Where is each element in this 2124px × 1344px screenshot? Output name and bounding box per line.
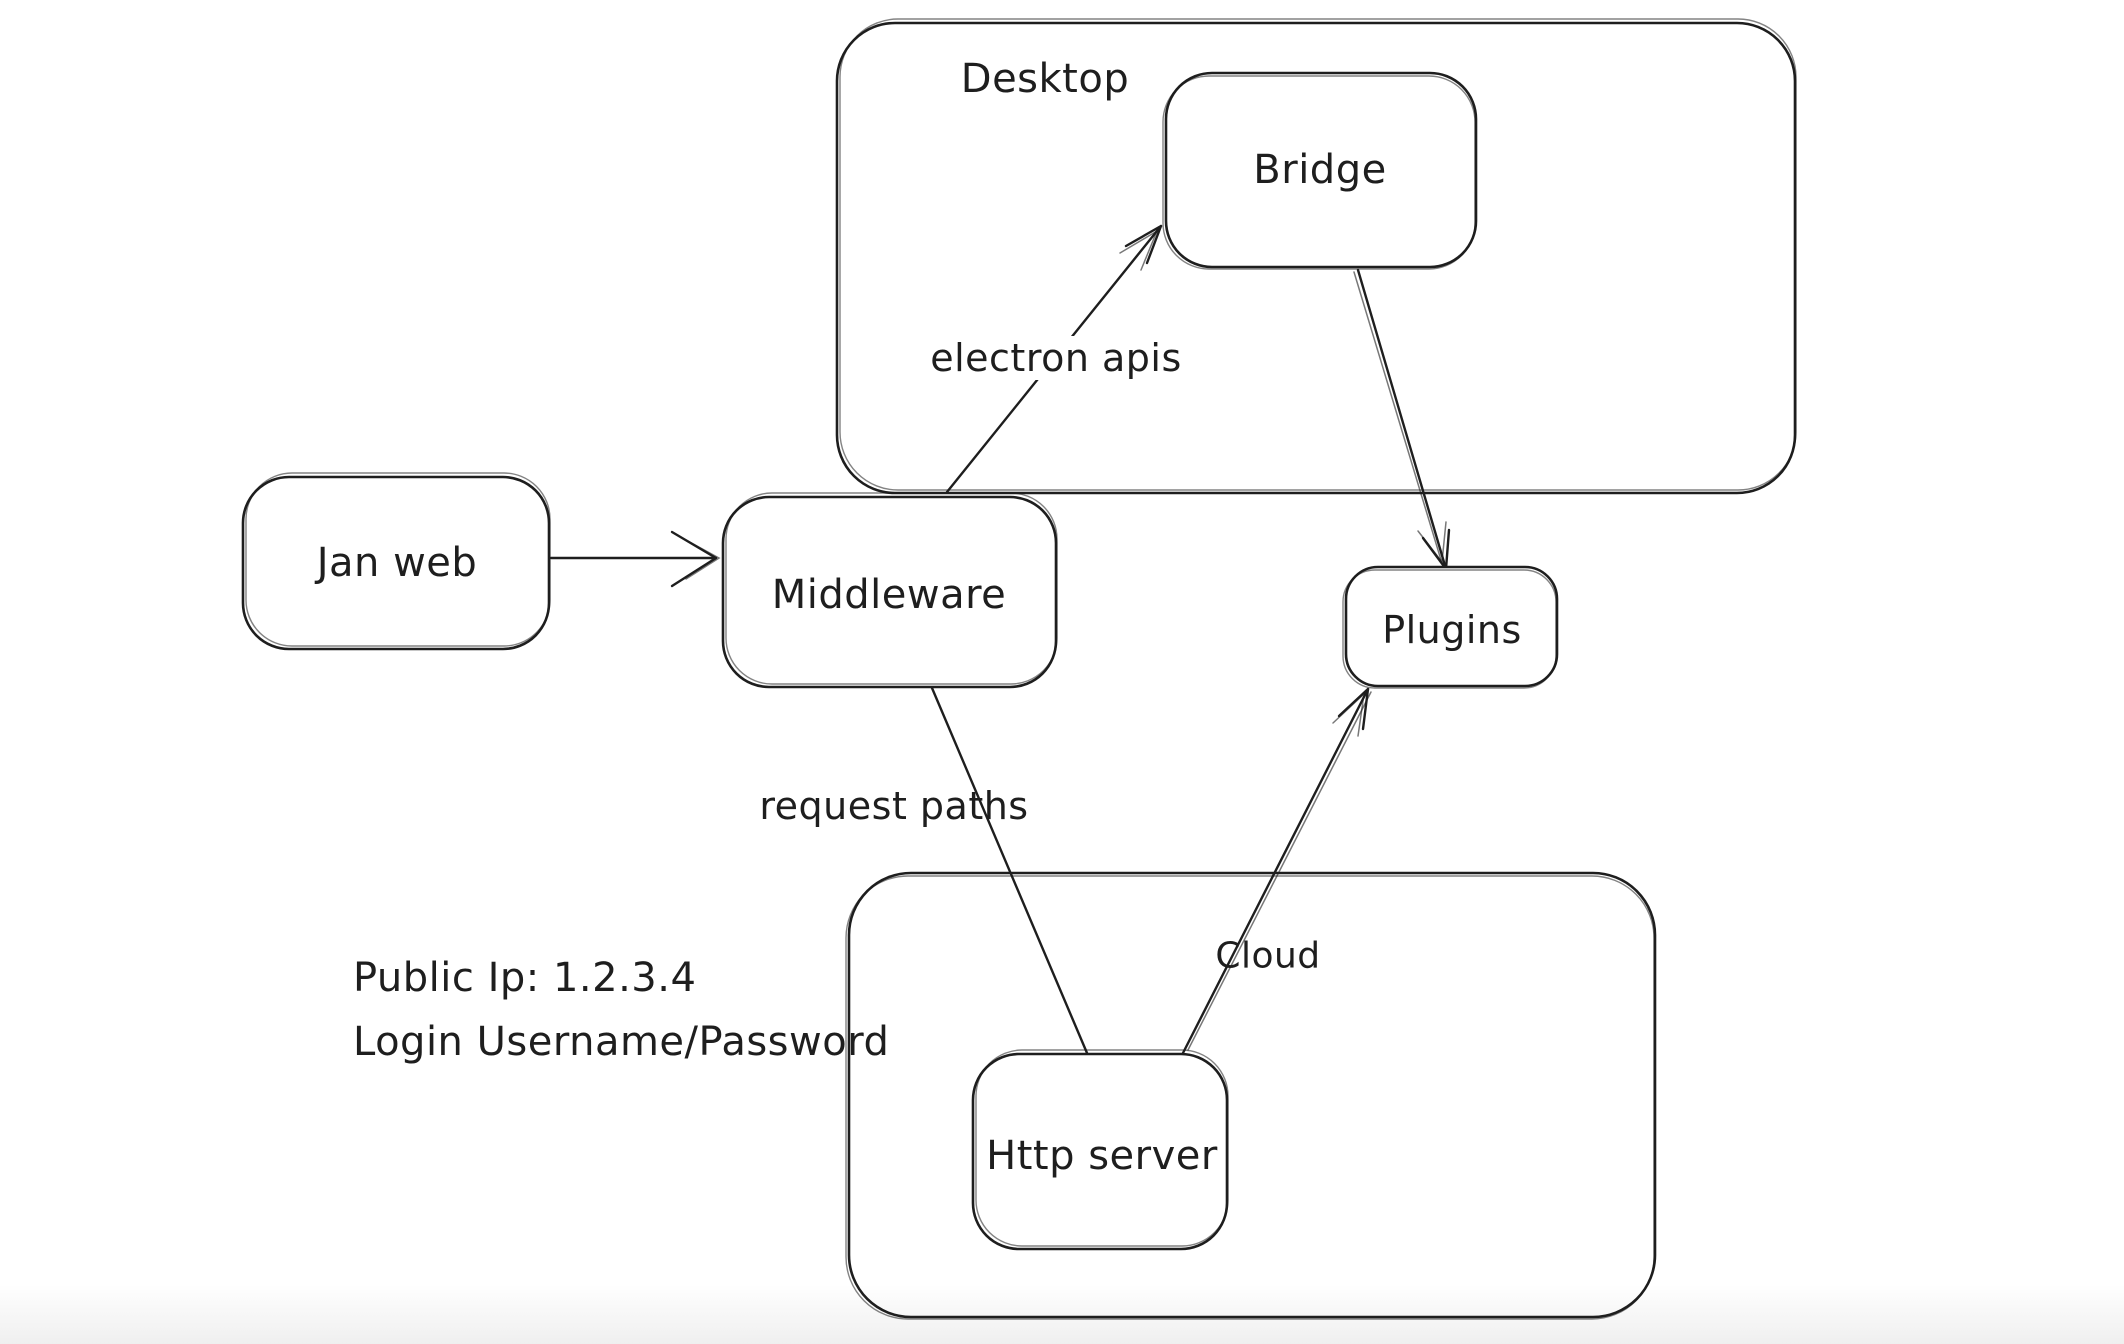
request-paths-edge-label[interactable]: request paths	[759, 784, 1029, 828]
edge-bridge-plugins-line[interactable]	[1356, 268, 1448, 571]
edge-bridge-plugins[interactable]	[1353, 268, 1451, 571]
middleware-node-rect[interactable]	[721, 495, 1058, 689]
edge-bridge-plugins-arrowecho	[1417, 521, 1447, 564]
httpserver-node-echo	[975, 1049, 1229, 1247]
middleware-node-echo	[725, 492, 1058, 685]
edge-janweb-middleware[interactable]	[549, 530, 721, 588]
plugins-node-rect[interactable]	[1344, 565, 1559, 688]
edge-middleware-bridge-arrowhead	[1124, 224, 1163, 265]
edge-httpserver-plugins[interactable]	[1181, 687, 1372, 1055]
edge-bridge-plugins-lineecho	[1353, 271, 1442, 561]
edge-middleware-bridge-arrowecho	[1119, 229, 1159, 271]
bridge-node-label[interactable]: Bridge	[1253, 147, 1387, 193]
cloud-container-label[interactable]: Cloud	[1215, 935, 1321, 977]
desktop-container-label[interactable]: Desktop	[960, 56, 1130, 102]
edge-httpserver-plugins-line[interactable]	[1181, 687, 1370, 1055]
bridge-node-echo	[1162, 75, 1476, 270]
middleware-node-box[interactable]	[721, 492, 1058, 689]
bridge-node-rect[interactable]	[1164, 71, 1478, 269]
plugins-node-box[interactable]	[1342, 565, 1559, 689]
login-line: Login Username/Password	[353, 1019, 890, 1065]
plugins-node-label[interactable]: Plugins	[1382, 608, 1522, 652]
credentials-note[interactable]: Public Ip: 1.2.3.4 Login Username/Passwo…	[353, 946, 889, 1074]
public-ip-line: Public Ip: 1.2.3.4	[353, 955, 697, 1001]
edge-httpserver-plugins-lineecho	[1187, 691, 1372, 1051]
edge-httpserver-plugins-arrowhead	[1337, 687, 1370, 731]
edge-httpserver-plugins-arrowecho	[1332, 691, 1366, 737]
httpserver-node-label[interactable]: Http server	[986, 1133, 1218, 1179]
desktop-container-echo	[839, 18, 1797, 491]
janweb-node-rect[interactable]	[241, 475, 551, 651]
httpserver-node-rect[interactable]	[971, 1052, 1229, 1251]
electron-apis-edge-label[interactable]: electron apis	[920, 336, 1192, 380]
edge-middleware-httpserver-line[interactable]	[930, 686, 1089, 1055]
middleware-node-label[interactable]: Middleware	[771, 572, 1007, 618]
bridge-node-box[interactable]	[1162, 71, 1478, 270]
janweb-node-label[interactable]: Jan web	[316, 540, 478, 586]
janweb-node-echo	[245, 472, 551, 647]
janweb-node-box[interactable]	[241, 472, 551, 651]
httpserver-node-box[interactable]	[971, 1049, 1229, 1251]
cloud-container-echo	[845, 875, 1655, 1320]
edge-middleware-httpserver[interactable]	[930, 686, 1089, 1055]
plugins-node-echo	[1342, 569, 1557, 689]
edge-janweb-middleware-arrowecho	[685, 539, 721, 580]
